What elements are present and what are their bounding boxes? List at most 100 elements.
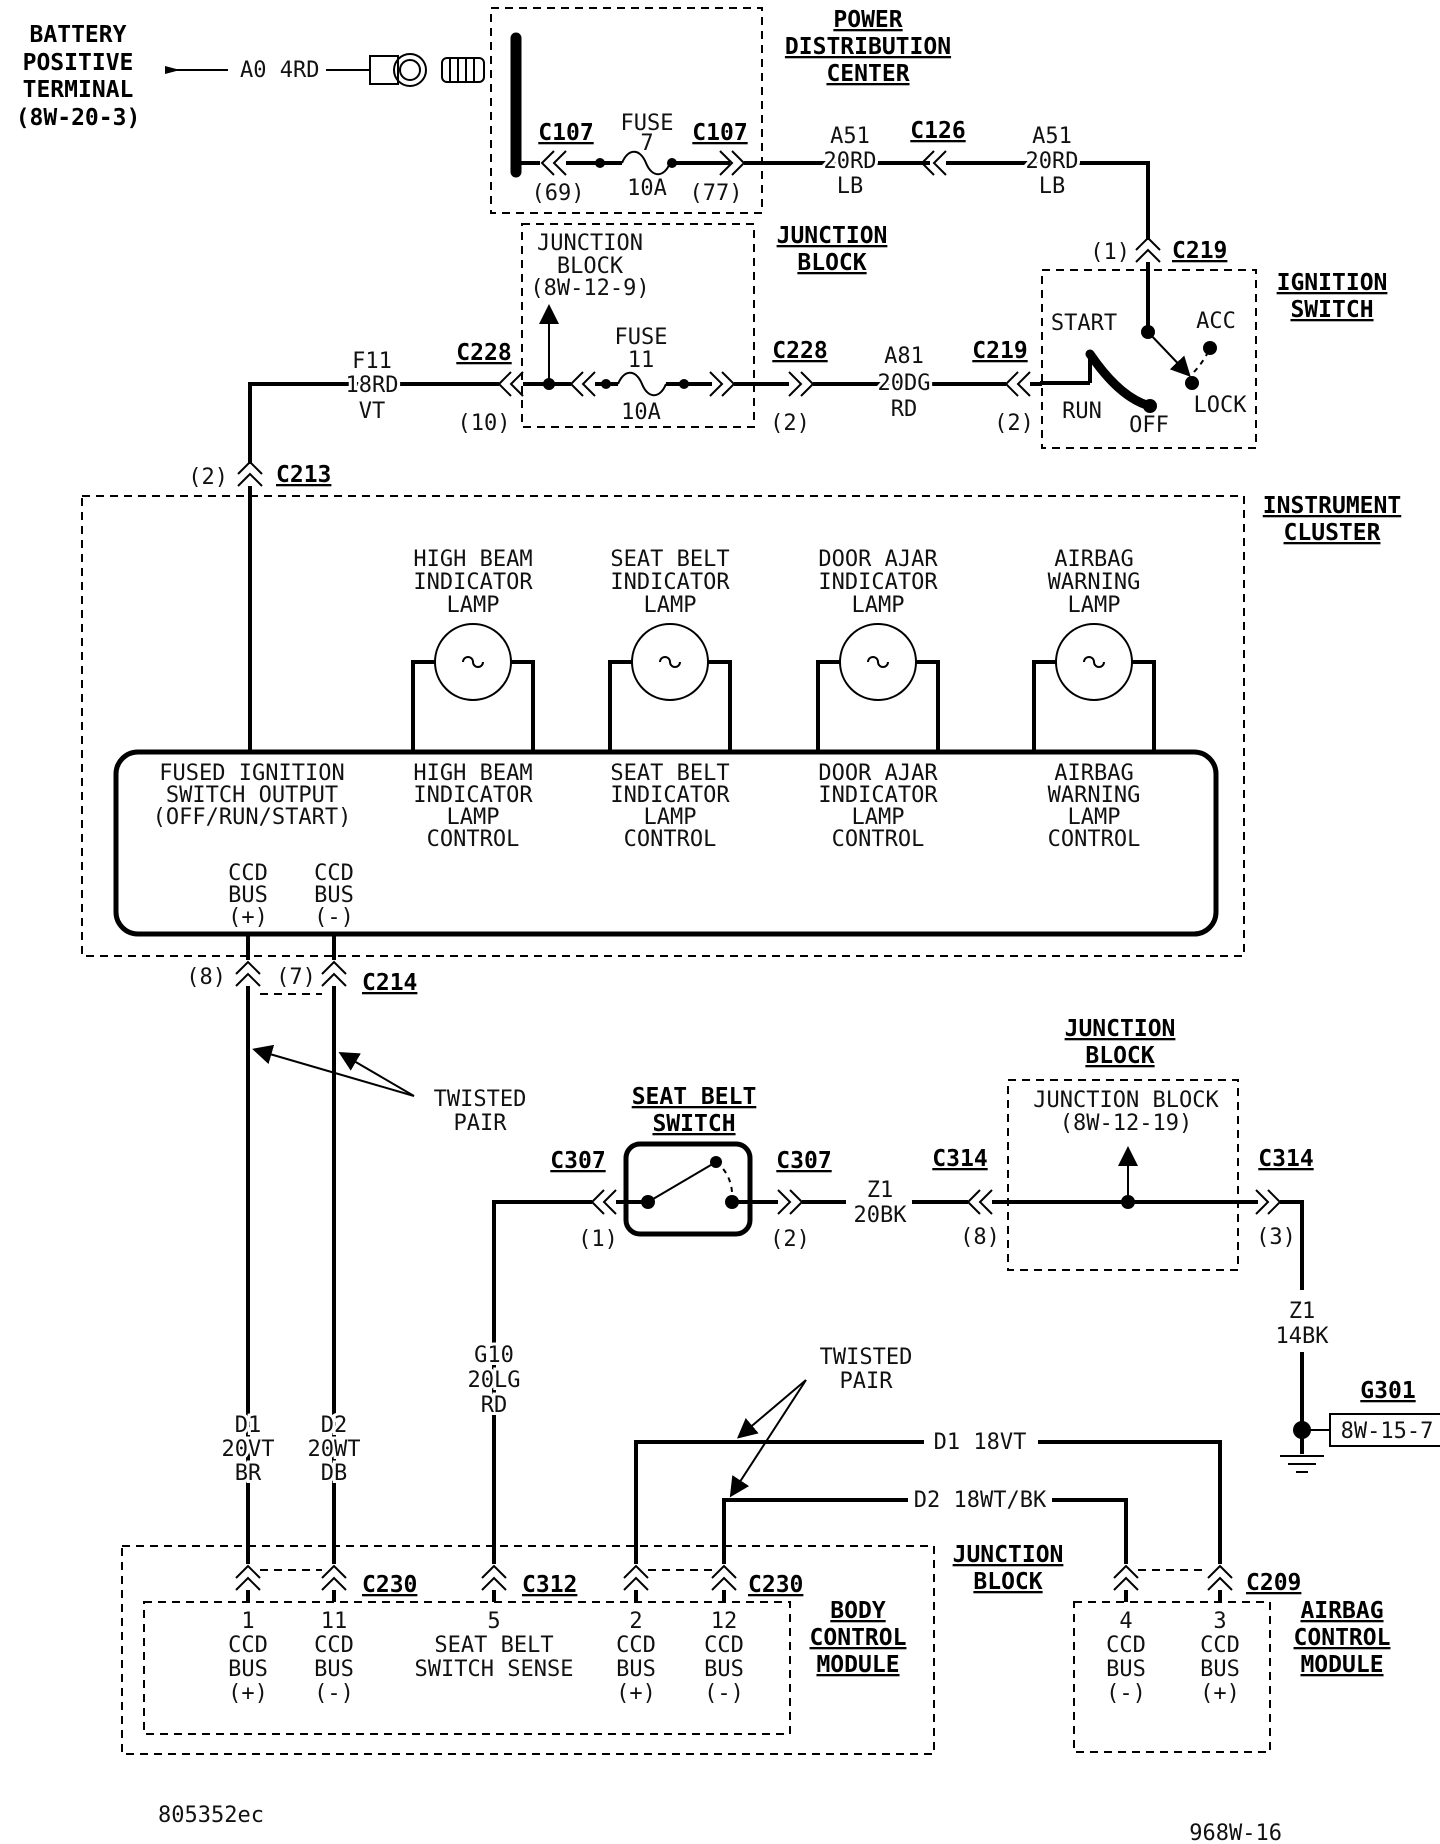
instrument-cluster: INSTRUMENT CLUSTER HIGH BEAM INDICATOR L… bbox=[81, 493, 1401, 957]
pdc-conn-right: C107 bbox=[692, 120, 747, 146]
bcm-jb2: BLOCK bbox=[973, 1569, 1042, 1595]
c214-plus-connector-icon bbox=[235, 960, 261, 987]
footer-right: 968W-16 bbox=[1189, 1821, 1282, 1844]
ccd-bus-right: D1 18VT D2 18WT/BK TWISTED PAIR bbox=[634, 1345, 1222, 1564]
battery-line3: TERMINAL bbox=[23, 77, 134, 103]
c214-minus-connector-icon bbox=[321, 960, 347, 987]
ccd-bus-left: (8) (7) C214 TWISTED PAIR D1 20VT BR D2 … bbox=[186, 934, 526, 1564]
pin-l2: BUS bbox=[228, 1657, 268, 1682]
c230-pin11-connector-icon bbox=[321, 1564, 347, 1591]
ignition-conn-bottom: C219 bbox=[972, 338, 1027, 364]
pdc-fuse-num: 7 bbox=[640, 131, 653, 156]
lamp-ctrl-c4: CONTROL bbox=[427, 827, 520, 852]
pin-l2: BUS bbox=[616, 1657, 656, 1682]
jb-mid-conn-right: C314 bbox=[1258, 1146, 1313, 1172]
pdc-connector-left-icon bbox=[540, 150, 567, 176]
lamp-label-l2: WARNING bbox=[1048, 570, 1141, 595]
sbs-box bbox=[623, 1141, 753, 1237]
ignition-pin-top: (1) bbox=[1090, 240, 1130, 265]
c314-left-connector-icon bbox=[966, 1189, 993, 1215]
pin-num: 5 bbox=[487, 1609, 500, 1634]
pin-num: 1 bbox=[241, 1609, 254, 1634]
ground-name: G301 bbox=[1360, 1378, 1415, 1404]
cluster-ccd-minus2: BUS bbox=[314, 883, 354, 908]
seat-belt-lamp: SEAT BELT INDICATOR LAMP SEAT BELT INDIC… bbox=[608, 547, 732, 852]
pin-l1: CCD bbox=[1200, 1633, 1240, 1658]
pin-l2: BUS bbox=[1106, 1657, 1146, 1682]
cluster-fused2: SWITCH OUTPUT bbox=[166, 783, 338, 808]
lamp-label-l1: DOOR AJAR bbox=[818, 547, 938, 572]
lamp-label-l3: LAMP bbox=[852, 593, 905, 618]
pin-l1: CCD bbox=[1106, 1633, 1146, 1658]
battery-section: BATTERY POSITIVE TERMINAL (8W-20-3) A0 4… bbox=[16, 22, 485, 131]
pin-l2: SWITCH SENSE bbox=[415, 1657, 574, 1682]
acm-title3: MODULE bbox=[1300, 1652, 1383, 1678]
bcm-jb-outline bbox=[121, 1545, 935, 1755]
ring-terminal-eye bbox=[393, 53, 427, 87]
c307-right-connector-icon bbox=[777, 1189, 804, 1215]
a51-wiring: A51 20RD LB C126 A51 20RD LB bbox=[821, 118, 1150, 240]
ignition-acc-contact bbox=[1203, 341, 1217, 355]
lamp-ctrl-c1: SEAT BELT bbox=[610, 761, 729, 786]
jb-top-title1: JUNCTION bbox=[777, 223, 888, 249]
door-ajar-lamp: DOOR AJAR INDICATOR LAMP DOOR AJAR INDIC… bbox=[816, 547, 940, 852]
lamp-ctrl-c2: INDICATOR bbox=[610, 783, 730, 808]
sbs-switch-arm bbox=[647, 1161, 717, 1203]
sbs-title1: SEAT BELT bbox=[632, 1084, 757, 1110]
pdc-title1: POWER bbox=[833, 7, 902, 33]
pin-l2: BUS bbox=[1200, 1657, 1240, 1682]
a51-left-gauge: 20RD bbox=[824, 149, 877, 174]
ignition-lock-contact bbox=[1185, 376, 1199, 390]
lamp-label-l1: AIRBAG bbox=[1054, 547, 1133, 572]
jb-mid-outline bbox=[1007, 1079, 1239, 1271]
footer-left: 805352ec bbox=[158, 1803, 264, 1828]
g10-tracer: RD bbox=[481, 1393, 508, 1418]
a81-gauge: 20DG bbox=[878, 371, 931, 396]
cluster-outline bbox=[81, 495, 1245, 957]
c228-right-connector-icon bbox=[788, 371, 815, 397]
a51-right-tracer: LB bbox=[1039, 174, 1066, 199]
f11-tracer: VT bbox=[359, 399, 386, 424]
c126-label: C126 bbox=[910, 118, 965, 144]
pin-l3: (+) bbox=[616, 1681, 656, 1706]
pdc-pin-right: (77) bbox=[690, 181, 743, 206]
ground-ref-box bbox=[1329, 1413, 1440, 1447]
lamp-label-l1: HIGH BEAM bbox=[413, 547, 532, 572]
jb-top-inner3: (8W-12-9) bbox=[530, 276, 649, 301]
lamp-label-l2: INDICATOR bbox=[610, 570, 730, 595]
bcm-conn-mid: C312 bbox=[522, 1572, 577, 1598]
d1-right-label: D1 18VT bbox=[934, 1430, 1027, 1455]
pin-num: 12 bbox=[711, 1609, 738, 1634]
jb-mid-title2: BLOCK bbox=[1085, 1043, 1154, 1069]
ignition-lock: LOCK bbox=[1194, 393, 1248, 418]
lamp-ctrl-c4: CONTROL bbox=[624, 827, 717, 852]
pin-num: 3 bbox=[1213, 1609, 1226, 1634]
pin-l3: (+) bbox=[1200, 1681, 1240, 1706]
pin-l1: CCD bbox=[616, 1633, 656, 1658]
z1-20-id: Z1 bbox=[867, 1178, 894, 1203]
bcm-conn-left: C230 bbox=[362, 1572, 417, 1598]
lamp-ctrl-c3: LAMP bbox=[852, 805, 905, 830]
g10-gauge: 20LG bbox=[468, 1368, 521, 1393]
lamp-ctrl-c2: INDICATOR bbox=[818, 783, 938, 808]
pin-l2: BUS bbox=[314, 1657, 354, 1682]
jb-top-pin-right: (2) bbox=[770, 411, 810, 436]
d2-left-tracer: DB bbox=[321, 1461, 348, 1486]
acm-conn: C209 bbox=[1246, 1570, 1301, 1596]
body-control-module: JUNCTION BLOCK BODY CONTROL MODULE C230 … bbox=[121, 1542, 1063, 1755]
a81-id: A81 bbox=[884, 344, 924, 369]
jb-top-fuse-num: 11 bbox=[628, 348, 655, 373]
d1-left-id: D1 bbox=[235, 1413, 262, 1438]
jb-mid-inner2: (8W-12-19) bbox=[1060, 1111, 1192, 1136]
pdc-fuse-label: FUSE bbox=[621, 111, 674, 136]
battery-post-icon bbox=[441, 57, 485, 83]
seat-belt-switch: SEAT BELT SWITCH C307 C307 (1) (2) G10 2… bbox=[465, 1084, 832, 1564]
c219-top-connector-icon bbox=[1135, 236, 1161, 263]
z1-14-id: Z1 bbox=[1289, 1299, 1316, 1324]
acm-pin-4: 4 CCD BUS (-) bbox=[1106, 1609, 1146, 1706]
junction-block-mid: Z1 20BK C314 (8) JUNCTION BLOCK JUNCTION… bbox=[802, 1016, 1440, 1473]
d1-left-tracer: BR bbox=[235, 1461, 262, 1486]
jb-top-fuse-amp: 10A bbox=[621, 400, 661, 425]
d2-right-label: D2 18WT/BK bbox=[914, 1488, 1047, 1513]
ignition-title1: IGNITION bbox=[1277, 270, 1388, 296]
